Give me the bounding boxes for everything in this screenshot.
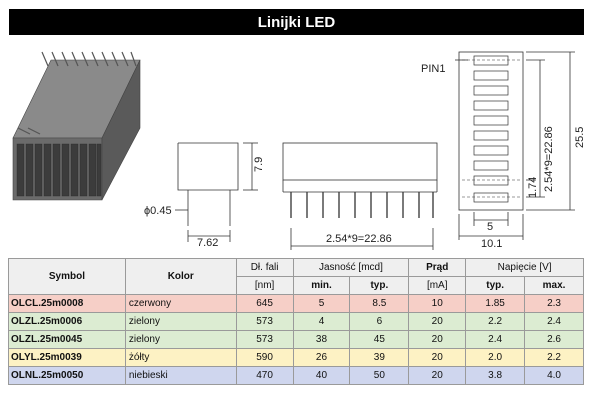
technical-drawings: ϕ0.45 7.62 7.9 2.54*9=22.86	[12, 51, 586, 250]
cell-voltage-max: 2.2	[524, 348, 584, 367]
header-voltage-max: max.	[524, 276, 584, 295]
cell-brightness-min: 40	[292, 366, 351, 385]
cell-wavelength: 470	[235, 366, 294, 385]
cell-voltage-max: 2.3	[524, 294, 584, 313]
table-row: OLZL.25m0006 zielony 573 4 6 20 2.2 2.4	[8, 312, 584, 331]
header-brightness: Jasność [mcd]	[292, 258, 410, 277]
front-width-label: 2.54*9=22.86	[326, 233, 392, 245]
header-color: Kolor	[124, 258, 237, 295]
cell-voltage-typ: 2.0	[465, 348, 526, 367]
top-view-drawing	[455, 51, 575, 240]
cell-brightness-typ: 6	[349, 312, 410, 331]
cell-voltage-typ: 3.8	[465, 366, 526, 385]
cell-wavelength: 573	[235, 330, 294, 349]
header-wavelength: Dł. fali	[235, 258, 294, 277]
cell-symbol: OLZL.25m0006	[8, 312, 126, 331]
cell-brightness-min: 5	[292, 294, 351, 313]
page-title: Linijki LED	[9, 9, 584, 35]
table-row: OLCL.25m0008 czerwony 645 5 8.5 10 1.85 …	[8, 294, 584, 313]
front-view-drawing	[282, 142, 438, 250]
cell-wavelength: 590	[235, 348, 294, 367]
header-voltage-typ: typ.	[465, 276, 526, 295]
cell-voltage-typ: 2.4	[465, 330, 526, 349]
side-height-label: 7.9	[253, 157, 265, 172]
total-height-label: 25.5	[574, 127, 586, 148]
header-current: Prąd	[408, 258, 467, 277]
cell-brightness-typ: 8.5	[349, 294, 410, 313]
cell-color: żółty	[124, 348, 237, 367]
cell-current: 20	[408, 348, 467, 367]
table-row: OLZL.25m0045 zielony 573 38 45 20 2.4 2.…	[8, 330, 584, 349]
cell-wavelength: 573	[235, 312, 294, 331]
cell-color: niebieski	[124, 366, 237, 385]
cell-symbol: OLCL.25m0008	[8, 294, 126, 313]
cell-wavelength: 645	[235, 294, 294, 313]
pin1-label: PIN1	[421, 63, 445, 75]
cell-current: 20	[408, 366, 467, 385]
header-symbol: Symbol	[8, 258, 126, 295]
cell-brightness-min: 4	[292, 312, 351, 331]
pin-offset-label: 1.74	[527, 177, 539, 198]
cell-color: zielony	[124, 330, 237, 349]
cell-color: zielony	[124, 312, 237, 331]
inner-width-label: 5	[487, 221, 493, 233]
cell-current: 10	[408, 294, 467, 313]
cell-voltage-max: 2.6	[524, 330, 584, 349]
side-view-drawing	[175, 142, 258, 242]
header-brightness-min: min.	[292, 276, 351, 295]
header-brightness-typ: typ.	[349, 276, 410, 295]
cell-current: 20	[408, 330, 467, 349]
header-wavelength-unit: [nm]	[235, 276, 294, 295]
table-row: OLNL.25m0050 niebieski 470 40 50 20 3.8 …	[8, 366, 584, 385]
body-width-label: 10.1	[481, 238, 502, 250]
cell-voltage-max: 2.4	[524, 312, 584, 331]
cell-current: 20	[408, 312, 467, 331]
header-voltage: Napięcie [V]	[465, 258, 584, 277]
cell-voltage-typ: 2.2	[465, 312, 526, 331]
cell-brightness-typ: 39	[349, 348, 410, 367]
cell-brightness-typ: 45	[349, 330, 410, 349]
header-current-unit: [mA]	[408, 276, 467, 295]
cell-brightness-typ: 50	[349, 366, 410, 385]
pin-diameter-label: ϕ0.45	[144, 205, 172, 217]
cell-symbol: OLZL.25m0045	[8, 330, 126, 349]
cell-brightness-min: 26	[292, 348, 351, 367]
cell-symbol: OLNL.25m0050	[8, 366, 126, 385]
cell-color: czerwony	[124, 294, 237, 313]
vertical-pitch-label: 2.54*9=22.86	[543, 126, 555, 192]
cell-voltage-max: 4.0	[524, 366, 584, 385]
table-row: OLYL.25m0039 żółty 590 26 39 20 2.0 2.2	[8, 348, 584, 367]
led-bar-3d-illustration	[12, 51, 141, 201]
specifications-table: Symbol Kolor Dł. fali Jasność [mcd] Prąd…	[8, 258, 584, 385]
cell-symbol: OLYL.25m0039	[8, 348, 126, 367]
side-width-label: 7.62	[197, 237, 218, 249]
cell-voltage-typ: 1.85	[465, 294, 526, 313]
cell-brightness-min: 38	[292, 330, 351, 349]
